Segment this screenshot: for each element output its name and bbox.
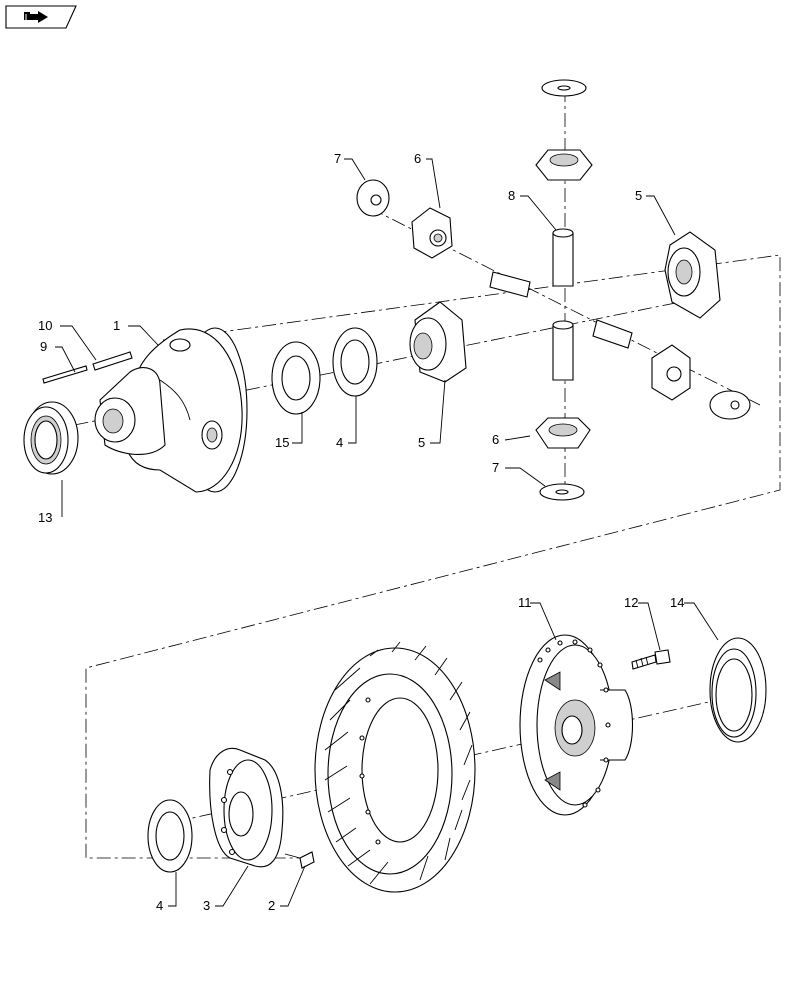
pinion-gear-6-lower — [535, 417, 591, 449]
thrust-washer-7-left — [356, 179, 390, 217]
washer-4-upper — [332, 327, 378, 397]
housing-flange-11 — [519, 634, 633, 816]
callout-3: 3 — [203, 898, 210, 913]
bearing-cup-14 — [709, 637, 767, 743]
leader-lines — [55, 158, 719, 907]
callout-1: 1 — [113, 318, 120, 333]
pinion-gear-right — [651, 344, 691, 401]
pin-9 — [42, 365, 88, 384]
callout-5-right: 5 — [635, 188, 642, 203]
thrust-washer-right — [709, 390, 751, 420]
thrust-washer-7-lower — [539, 483, 585, 501]
callout-2: 2 — [268, 898, 275, 913]
callout-8: 8 — [508, 188, 515, 203]
callout-6-upper: 6 — [414, 151, 421, 166]
callout-4-upper: 4 — [336, 435, 343, 450]
callout-13: 13 — [38, 510, 52, 525]
callout-6-lower: 6 — [492, 432, 499, 447]
callout-12: 12 — [624, 595, 638, 610]
washer-4-lower — [147, 799, 193, 873]
bolt-2 — [284, 851, 315, 869]
callouts: 1 10 9 13 15 4 5 6 7 7 6 8 5 4 3 2 11 12… — [38, 151, 684, 913]
callout-7-upper: 7 — [334, 151, 341, 166]
callout-7-lower: 7 — [492, 460, 499, 475]
bearing-cup-13 — [23, 401, 79, 475]
callout-5-left: 5 — [418, 435, 425, 450]
roll-pin-10 — [92, 351, 133, 371]
differential-case-1 — [94, 327, 248, 493]
bolt-12 — [631, 649, 671, 670]
side-gear-5-left — [409, 301, 467, 383]
callout-9: 9 — [40, 339, 47, 354]
callout-11: 11 — [518, 595, 532, 610]
return-to-index-arrow-icon — [24, 11, 48, 23]
thrust-washer-15 — [271, 341, 321, 415]
callout-14: 14 — [670, 595, 684, 610]
callout-15: 15 — [275, 435, 289, 450]
callout-10: 10 — [38, 318, 52, 333]
thrust-washer-top — [541, 79, 587, 97]
pinion-gear-top — [535, 149, 593, 181]
plate-3 — [209, 747, 284, 868]
cross-shaft-8 — [489, 228, 633, 381]
side-gear-5-right — [664, 231, 721, 319]
ring-gear — [314, 641, 476, 893]
nav-button[interactable] — [5, 5, 77, 29]
pinion-gear-6-left — [411, 207, 453, 259]
callout-4-lower: 4 — [156, 898, 163, 913]
